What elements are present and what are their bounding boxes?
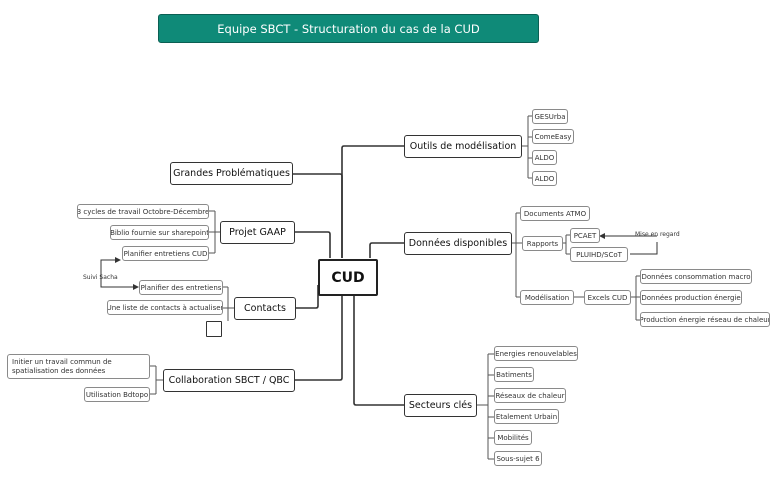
donnees-documents-atmo[interactable]: Documents ATMO — [520, 206, 590, 221]
branch-donnees-disponibles[interactable]: Données disponibles — [404, 232, 512, 255]
empty-node[interactable] — [206, 321, 222, 337]
collab-bdtopo[interactable]: Utilisation Bdtopo — [84, 387, 150, 402]
gaap-planifier-entretiens[interactable]: Planifier entretiens CUD — [122, 246, 209, 261]
outils-item-aldo-1[interactable]: ALDO — [532, 150, 557, 165]
outils-item-gesurba[interactable]: GESUrba — [532, 109, 568, 124]
modelisation-excels-cud[interactable]: Excels CUD — [584, 290, 631, 305]
excel-production-reseau-chaleur[interactable]: Production énergie réseau de chaleur — [640, 312, 770, 327]
branch-projet-gaap[interactable]: Projet GAAP — [220, 221, 295, 244]
secteur-batiments[interactable]: Batiments — [494, 367, 534, 382]
branch-outils-modelisation[interactable]: Outils de modélisation — [404, 135, 522, 158]
secteur-mobilites[interactable]: Mobilités — [494, 430, 532, 445]
secteur-reseaux-chaleur[interactable]: Réseaux de chaleur — [494, 388, 566, 403]
branch-secteurs-cles[interactable]: Secteurs clés — [404, 394, 477, 417]
rapports-pluihd-scot[interactable]: PLUIHD/SCoT — [570, 247, 628, 262]
collab-spatialisation[interactable]: Initier un travail commun de spatialisat… — [7, 354, 150, 379]
gaap-cycles-travail[interactable]: 3 cycles de travail Octobre-Décembre — [77, 204, 209, 219]
excel-donnees-consommation-macro[interactable]: Données consommation macro — [640, 269, 752, 284]
gaap-biblio-sharepoint[interactable]: Biblio fournie sur sharepoint — [110, 225, 209, 240]
center-node[interactable]: CUD — [318, 259, 378, 296]
rapports-pcaet[interactable]: PCAET — [570, 228, 600, 243]
suivi-sacha-label: Suivi Sacha — [83, 274, 118, 281]
outils-item-aldo-2[interactable]: ALDO — [532, 171, 557, 186]
outils-item-comeeasy[interactable]: ComeEasy — [532, 129, 574, 144]
contacts-planifier-entretiens[interactable]: Planifier des entretiens — [139, 280, 223, 295]
branch-grandes-problematiques[interactable]: Grandes Problématiques — [170, 162, 293, 185]
mise-en-regard-label: Mise en regard — [635, 231, 680, 238]
excel-donnees-production-energie[interactable]: Données production énergie — [640, 290, 742, 305]
secteur-etalement-urbain[interactable]: Etalement Urbain — [494, 409, 559, 424]
secteur-energies-renouvelables[interactable]: Energies renouvelables — [494, 346, 578, 361]
secteur-sous-sujet-6[interactable]: Sous-sujet 6 — [494, 451, 542, 466]
donnees-modelisation[interactable]: Modélisation — [520, 290, 574, 305]
contacts-liste-actualiser[interactable]: Une liste de contacts à actualiser — [107, 300, 223, 315]
diagram-title: Equipe SBCT - Structuration du cas de la… — [158, 14, 539, 43]
branch-contacts[interactable]: Contacts — [234, 297, 296, 320]
donnees-rapports[interactable]: Rapports — [522, 236, 563, 251]
branch-collaboration-sbct-qbc[interactable]: Collaboration SBCT / QBC — [163, 369, 295, 392]
